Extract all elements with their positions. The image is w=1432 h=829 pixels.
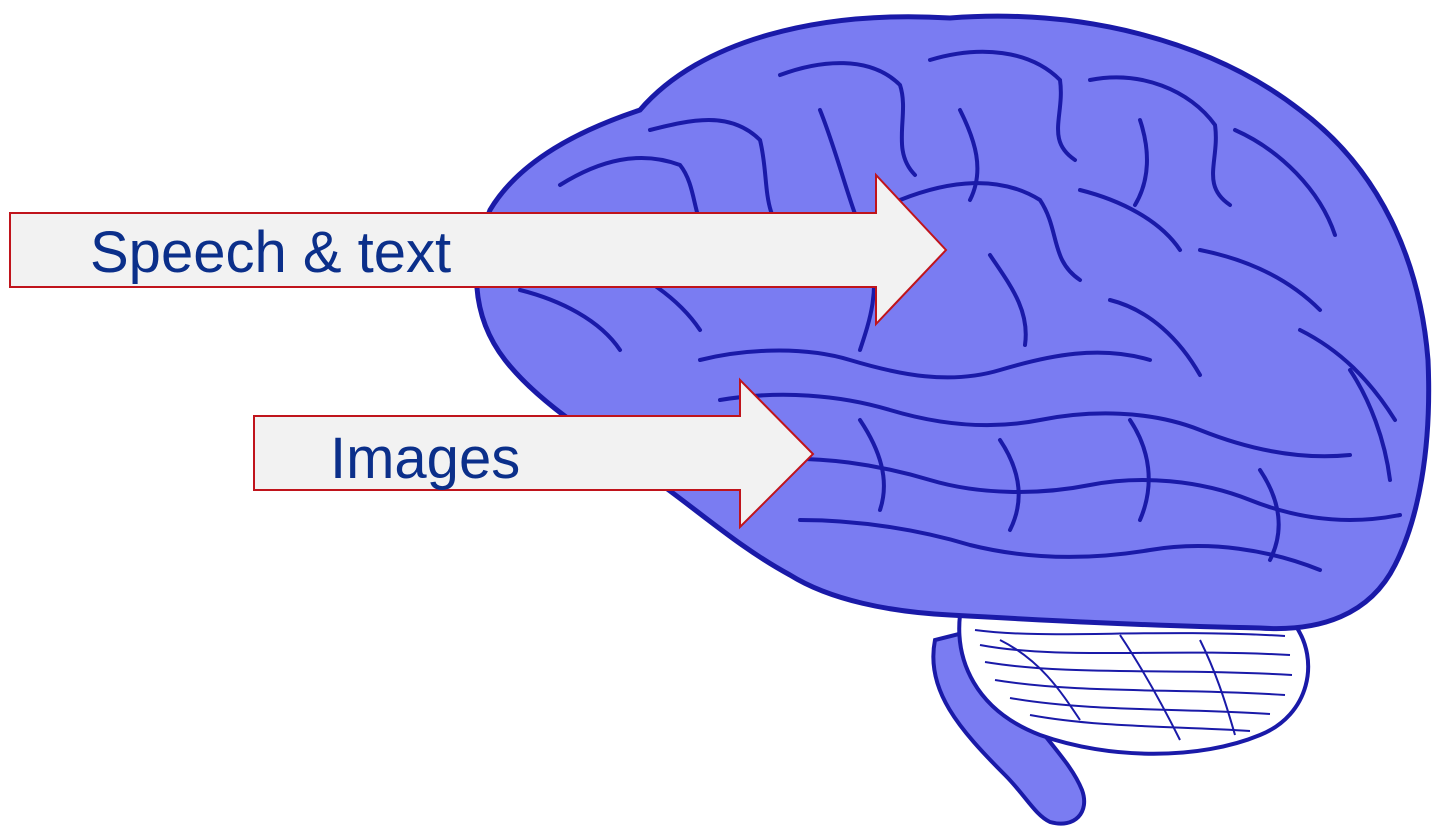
images-label: Images (330, 426, 520, 491)
speech-text-label: Speech & text (90, 220, 451, 285)
cerebrum (476, 16, 1428, 628)
